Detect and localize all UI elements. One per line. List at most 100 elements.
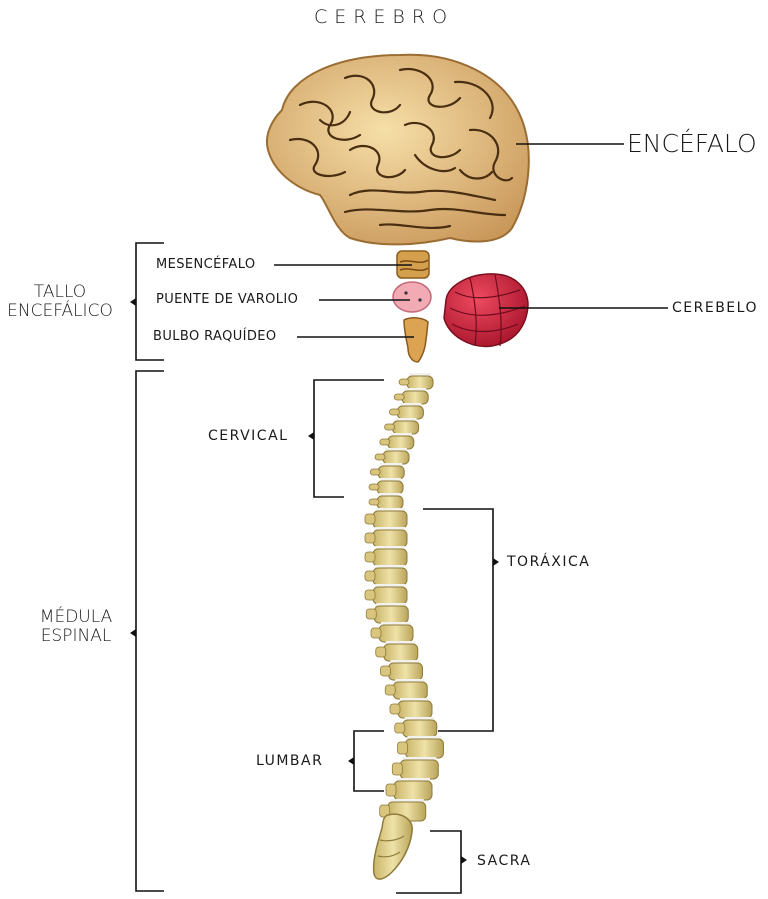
cerebelo-label: CEREBELO (672, 300, 758, 316)
vertebra (396, 405, 424, 420)
vertebra-process (368, 483, 380, 491)
intervertebral-disc (389, 799, 424, 802)
vertebra (382, 450, 410, 465)
vertebra-process (394, 722, 406, 734)
vertebra (372, 548, 408, 567)
vertebra-process (379, 438, 391, 446)
vertebra (401, 390, 429, 405)
vertebra (376, 480, 404, 495)
medula-bracket (135, 370, 164, 892)
vertebra-process (374, 453, 386, 461)
vertebra-process (375, 646, 387, 658)
intervertebral-disc (385, 641, 416, 644)
vertebra-process (370, 627, 382, 639)
pons-illustration (392, 281, 432, 313)
intervertebral-disc (379, 493, 401, 496)
vertebra-process (384, 684, 396, 696)
intervertebral-disc (379, 478, 401, 481)
intervertebral-disc (409, 373, 431, 376)
intervertebral-disc (402, 757, 437, 760)
intervertebral-disc (375, 546, 405, 549)
intervertebral-disc (404, 717, 435, 720)
vertebra (383, 643, 419, 662)
cervical-arrow (308, 432, 314, 440)
tallo-label-line1: TALLO (33, 282, 87, 302)
vertebra (399, 759, 439, 780)
medula-arrow (130, 629, 136, 637)
toraxica-arrow (493, 558, 499, 566)
vertebra (393, 780, 433, 801)
vertebra (376, 495, 404, 510)
vertebra (373, 605, 409, 624)
vertebra (402, 719, 438, 738)
vertebra (387, 435, 415, 450)
vertebra (392, 420, 420, 435)
cerebellum-illustration (443, 273, 529, 348)
medula-label: MÉDULA ESPINAL (28, 608, 124, 646)
spine-illustration (364, 373, 444, 822)
vertebra-process (398, 378, 410, 386)
vertebra-process (364, 570, 376, 582)
vertebra (378, 624, 414, 643)
vertebra (405, 738, 444, 759)
medulla-oblongata-illustration (403, 317, 429, 363)
leader-lines (274, 143, 668, 338)
intervertebral-disc (394, 418, 417, 421)
sacra-label: SACRA (477, 853, 532, 869)
vertebra-process (364, 513, 376, 525)
vertebra-process (388, 408, 400, 416)
vertebra (372, 586, 408, 605)
intervertebral-disc (399, 403, 422, 406)
intervertebral-disc (400, 698, 430, 701)
vertebra-process (393, 393, 405, 401)
vertebra (397, 700, 433, 719)
vertebra-process (364, 589, 376, 601)
vertebra-process (385, 783, 397, 797)
intervertebral-disc (380, 463, 403, 466)
puente-label: PUENTE DE VAROLIO (156, 292, 299, 307)
vertebra-process (389, 703, 401, 715)
mesencephalon-illustration (396, 250, 430, 279)
vertebra-process (364, 532, 376, 544)
brain-illustration (266, 53, 530, 246)
vertebra (372, 510, 408, 529)
sacrum-illustration (372, 813, 413, 880)
cervical-bracket (313, 379, 384, 498)
intervertebral-disc (375, 508, 405, 511)
vertebra-process (397, 741, 408, 755)
page-title: CEREBRO (313, 6, 455, 28)
intervertebral-disc (375, 527, 405, 530)
intervertebral-disc (389, 433, 412, 436)
toraxica-bracket (423, 508, 494, 732)
intervertebral-disc (407, 736, 442, 739)
intervertebral-disc (396, 778, 430, 781)
intervertebral-disc (404, 388, 427, 391)
cervical-label: CERVICAL (208, 428, 289, 444)
lumbar-label: LUMBAR (256, 753, 324, 769)
sacra-arrow (461, 856, 467, 864)
arrow-markers (130, 298, 499, 864)
bulbo-label: BULBO RAQUÍDEO (153, 329, 277, 344)
vertebra-process (384, 423, 396, 431)
vertebra-process (391, 762, 403, 776)
encefalo-label: ENCÉFALO (627, 129, 757, 158)
intervertebral-disc (390, 660, 421, 663)
vertebra (388, 662, 423, 681)
medula-label-line1: MÉDULA (39, 607, 113, 627)
mesencefalo-label: MESENCÉFALO (156, 257, 256, 272)
intervertebral-disc (376, 603, 407, 606)
lumbar-bracket (353, 730, 384, 792)
vertebra-process (369, 468, 381, 476)
tallo-label-line2: ENCEFÁLICO (7, 301, 113, 321)
vertebra-process (380, 665, 391, 677)
vertebra-process (368, 498, 380, 506)
intervertebral-disc (375, 565, 405, 568)
intervertebral-disc (375, 584, 405, 587)
vertebra (372, 567, 408, 586)
tallo-arrow (130, 298, 136, 306)
tallo-label: TALLO ENCEFÁLICO (0, 283, 120, 321)
vertebra-process (365, 608, 377, 620)
intervertebral-disc (395, 679, 426, 682)
